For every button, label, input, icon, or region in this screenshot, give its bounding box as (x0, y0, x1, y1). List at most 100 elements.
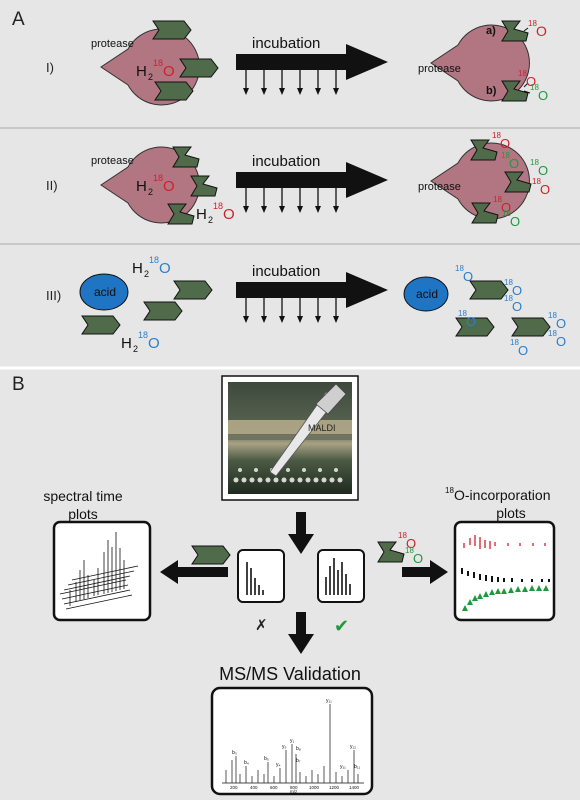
svg-text:400: 400 (250, 785, 258, 790)
svg-text:18: 18 (501, 151, 510, 160)
svg-text:H: H (121, 335, 132, 352)
enzyme-label: protease (91, 155, 134, 167)
svg-text:O: O (223, 206, 235, 223)
svg-text:O: O (536, 23, 547, 39)
svg-text:18: 18 (532, 177, 541, 186)
svg-text:18: 18 (458, 309, 467, 318)
peptide-icon (143, 301, 183, 321)
svg-text:b₈: b₈ (296, 746, 301, 752)
tick-heads (243, 206, 339, 213)
svg-text:y₁: y₁ (290, 738, 295, 744)
row-III: III) acid H 2 18 O H 2 18 O incubation a… (46, 255, 566, 358)
svg-text:b₅: b₅ (264, 756, 269, 762)
svg-text:18: 18 (492, 131, 501, 140)
svg-text:O: O (556, 316, 566, 331)
svg-text:O: O (512, 299, 522, 314)
svg-text:b₄: b₄ (244, 760, 249, 766)
svg-text:2: 2 (144, 269, 149, 279)
svg-text:b₃: b₃ (232, 750, 237, 756)
incubation-arrow (236, 272, 388, 308)
svg-text:y₁₁: y₁₁ (326, 698, 332, 704)
peptide-icon (154, 81, 194, 101)
water-formula: H 2 18 O (136, 173, 175, 197)
peptide-icon (173, 280, 213, 300)
peptide-icon (179, 58, 219, 78)
svg-text:18: 18 (548, 311, 557, 320)
svg-text:18: 18 (530, 158, 539, 167)
arrow-label: incubation (252, 263, 320, 280)
svg-text:b₁₁: b₁₁ (354, 764, 360, 770)
down-arrow (288, 512, 314, 554)
svg-text:H: H (132, 260, 143, 277)
peptide-icon (152, 20, 192, 40)
time-ticks (245, 188, 337, 208)
tick-heads (243, 316, 339, 323)
incorporation-plot (453, 520, 556, 622)
svg-text:18: 18 (530, 83, 539, 92)
svg-text:18: 18 (405, 546, 414, 555)
svg-text:y₅: y₅ (282, 744, 287, 750)
svg-text:2: 2 (148, 187, 153, 197)
svg-text:O: O (526, 74, 536, 89)
svg-text:O: O (538, 163, 548, 178)
svg-text:18: 18 (548, 329, 557, 338)
left-arrow (160, 560, 228, 584)
pass-mark: ✔ (334, 616, 349, 636)
svg-text:m/z: m/z (290, 789, 298, 794)
product-enzyme-label: protease (418, 181, 461, 193)
svg-text:O: O (163, 178, 175, 195)
incubation-arrow (236, 162, 388, 198)
svg-text:O: O (163, 63, 175, 80)
svg-text:18: 18 (502, 209, 511, 218)
svg-text:2: 2 (133, 344, 138, 354)
svg-text:O: O (501, 200, 511, 215)
svg-text:O: O (148, 335, 160, 352)
acid-icon (403, 276, 449, 312)
svg-text:H: H (136, 63, 147, 80)
svg-text:O: O (406, 536, 416, 551)
svg-text:y₁₂: y₁₂ (350, 744, 356, 750)
down-arrow (288, 612, 314, 654)
svg-text:y₁₁: y₁₁ (340, 764, 346, 770)
svg-text:O: O (518, 343, 528, 358)
svg-text:18: 18 (398, 531, 407, 540)
msms-validation-title: MS/MS Validation (219, 664, 361, 684)
spectral-time-plot (52, 520, 152, 622)
svg-text:18: 18 (455, 264, 464, 273)
product-enzyme-label: protease (418, 63, 461, 75)
svg-text:18: 18 (518, 69, 527, 78)
svg-text:18: 18 (153, 58, 163, 68)
svg-text:18: 18 (510, 338, 519, 347)
svg-text:18: 18 (149, 255, 159, 265)
svg-text:18: 18 (213, 201, 223, 211)
product-b-label: b) (486, 85, 497, 97)
tick-heads (243, 88, 339, 95)
svg-text:O: O (463, 269, 473, 284)
svg-text:O: O (540, 182, 550, 197)
svg-text:O: O (538, 88, 548, 103)
panel-a-letter: A (12, 9, 25, 30)
incubation-arrow (236, 44, 388, 80)
svg-text:2: 2 (148, 72, 153, 82)
product-a-label: a) (486, 25, 496, 37)
row-I: I) protease H 2 18 O incubation protease… (46, 19, 548, 106)
svg-text:b₇: b₇ (296, 758, 301, 764)
svg-text:600: 600 (270, 785, 278, 790)
svg-text:18: 18 (528, 19, 537, 28)
water-formula: H 2 18 O (132, 255, 171, 279)
time-ticks (245, 298, 337, 318)
peptide-icon (191, 545, 231, 565)
svg-text:18: 18 (504, 294, 513, 303)
svg-text:1400: 1400 (349, 785, 360, 790)
svg-text:18: 18 (493, 195, 502, 204)
svg-text:O: O (413, 551, 423, 566)
svg-text:2: 2 (208, 215, 213, 225)
msms-spectrum: y₁₁ y₁ b₈ y₅ b₃ b₄ b₅ y₄ b₇ y₁₂ y₁₁ b₁₁ … (210, 686, 374, 796)
enzyme-label: protease (91, 38, 134, 50)
svg-text:H: H (136, 178, 147, 195)
svg-text:O: O (509, 156, 519, 171)
arrow-label: incubation (252, 35, 320, 52)
spectrum-pass-box (317, 549, 365, 603)
svg-text:1000: 1000 (309, 785, 320, 790)
peptide-icon (511, 317, 551, 337)
